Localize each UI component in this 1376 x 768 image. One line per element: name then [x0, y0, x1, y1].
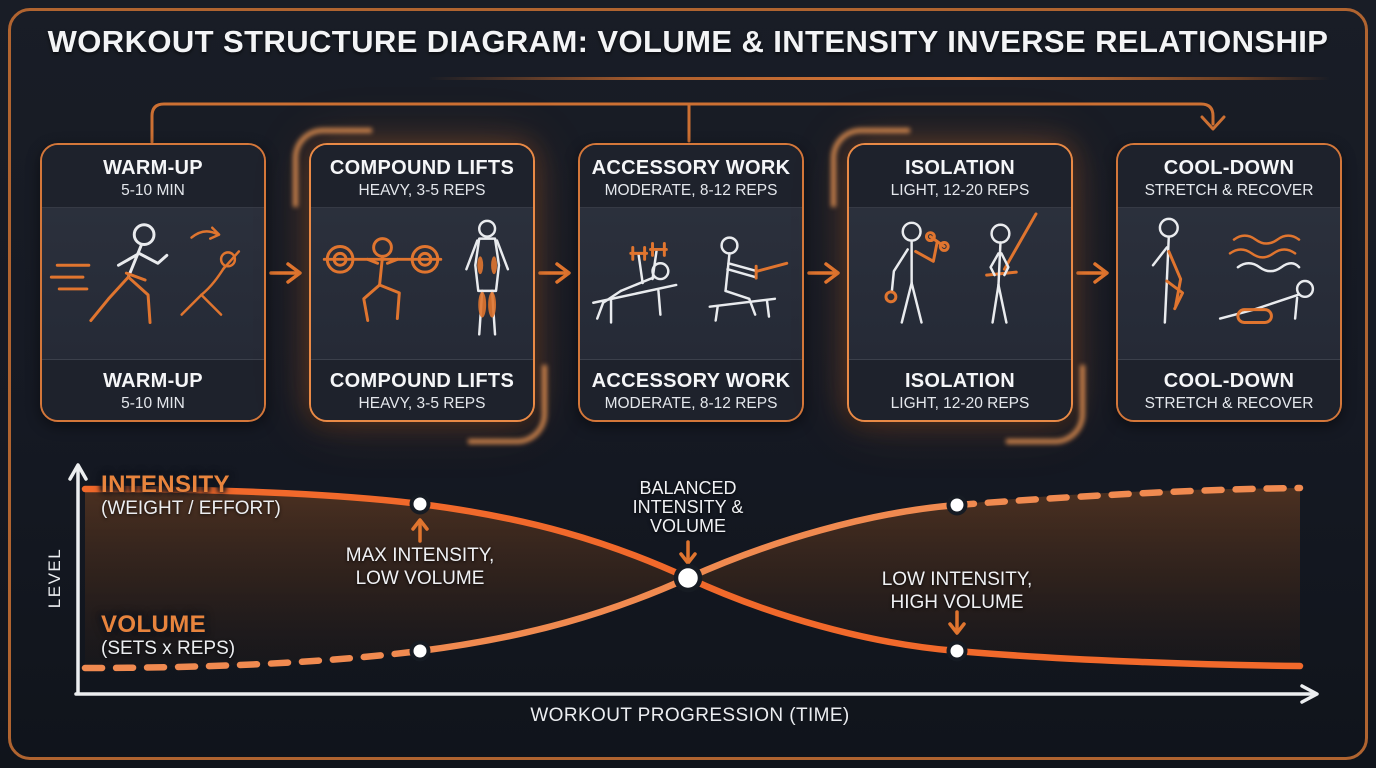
stage-name: ACCESSORY WORK	[591, 370, 791, 392]
down-arrow-icon	[679, 540, 697, 565]
stage-detail: HEAVY, 3-5 REPS	[358, 395, 486, 412]
stage-card-isolation: ISOLATION LIGHT, 12-20 REPS	[847, 143, 1073, 422]
flow-connector	[150, 102, 1226, 144]
bicep-curl-icon	[884, 221, 950, 324]
stage-detail: HEAVY, 3-5 REPS	[358, 182, 486, 199]
stage-name: COMPOUND LIFTS	[329, 157, 515, 179]
card-header: COMPOUND LIFTS HEAVY, 3-5 REPS	[311, 145, 533, 207]
low-volume-point	[409, 640, 431, 662]
volume-series-label: VOLUME	[101, 611, 207, 638]
flow-arrow-icon	[538, 262, 571, 284]
warm-up-illustration	[42, 207, 264, 360]
compound-lifts-illustration	[311, 207, 533, 360]
stage-name: ISOLATION	[904, 370, 1016, 392]
stage-card-cool-down: COOL-DOWN STRETCH & RECOVER	[1116, 143, 1342, 422]
x-axis-label: WORKOUT PROGRESSION (TIME)	[530, 705, 850, 726]
high-volume-point	[946, 494, 968, 516]
card-header: WARM-UP 5-10 MIN	[42, 145, 264, 207]
x-axis	[74, 684, 1319, 704]
flow-arrow-icon	[269, 262, 302, 284]
annotation-line: LOW INTENSITY,	[881, 569, 1033, 590]
stage-name: COMPOUND LIFTS	[329, 370, 515, 392]
connector-arrowhead-icon	[1200, 115, 1226, 131]
max-intensity-point	[409, 493, 431, 515]
stage-name: WARM-UP	[103, 157, 203, 179]
card-footer: ACCESSORY WORK MODERATE, 8-12 REPS	[580, 360, 802, 420]
card-header: COOL-DOWN STRETCH & RECOVER	[1118, 145, 1340, 207]
volume-curve-dashed-right	[953, 484, 1304, 509]
stretch-icon	[180, 226, 241, 316]
card-footer: ISOLATION LIGHT, 12-20 REPS	[849, 360, 1071, 420]
y-axis-label: LEVEL	[45, 547, 64, 609]
stage-card-warm-up: WARM-UP 5-10 MIN	[40, 143, 266, 422]
annotation-line: HIGH VOLUME	[890, 592, 1024, 613]
annotation-balanced: BALANCED INTENSITY & VOLUME	[633, 479, 744, 536]
intensity-series-sublabel: (WEIGHT / EFFORT)	[101, 498, 281, 519]
runner-icon	[89, 223, 169, 324]
annotation-max-intensity: MAX INTENSITY, LOW VOLUME	[346, 544, 495, 590]
stage-card-accessory-work: ACCESSORY WORK MODERATE, 8-12 REPS	[578, 143, 804, 422]
annotation-line: MAX INTENSITY,	[345, 545, 495, 566]
cable-pushdown-icon	[985, 212, 1038, 324]
seated-row-icon	[708, 236, 789, 322]
speed-lines-icon	[49, 263, 91, 291]
barbell-squat-icon	[322, 237, 443, 322]
cool-down-illustration	[1118, 207, 1340, 360]
stage-detail: LIGHT, 12-20 REPS	[890, 182, 1030, 199]
crossover-point	[673, 563, 703, 593]
stage-detail: STRETCH & RECOVER	[1144, 182, 1314, 199]
stage-name: COOL-DOWN	[1163, 370, 1295, 392]
y-axis	[68, 463, 88, 695]
flow-arrow-icon	[1076, 262, 1109, 284]
annotation-line: VOLUME	[649, 516, 727, 536]
intensity-series-label: INTENSITY	[101, 471, 230, 498]
breath-waves-icon	[1228, 234, 1301, 273]
muscle-anatomy-icon	[465, 219, 510, 336]
stage-name: WARM-UP	[103, 370, 203, 392]
stage-detail: 5-10 MIN	[121, 395, 185, 412]
card-header: ISOLATION LIGHT, 12-20 REPS	[849, 145, 1071, 207]
stage-name: ISOLATION	[904, 157, 1016, 179]
diagram-title: WORKOUT STRUCTURE DIAGRAM: VOLUME & INTE…	[47, 24, 1329, 59]
card-footer: COOL-DOWN STRETCH & RECOVER	[1118, 360, 1340, 420]
stage-card-compound-lifts: COMPOUND LIFTS HEAVY, 3-5 REPS	[309, 143, 535, 422]
low-intensity-point	[946, 640, 968, 662]
stage-detail: MODERATE, 8-12 REPS	[604, 182, 778, 199]
annotation-line: LOW VOLUME	[355, 568, 485, 589]
annotation-line: BALANCED	[639, 478, 737, 498]
card-footer: COMPOUND LIFTS HEAVY, 3-5 REPS	[311, 360, 533, 420]
annotation-low-intensity: LOW INTENSITY, HIGH VOLUME	[882, 568, 1033, 614]
down-arrow-icon	[948, 610, 966, 635]
up-arrow-icon	[411, 518, 429, 543]
bench-press-icon	[592, 242, 678, 324]
stage-detail: STRETCH & RECOVER	[1144, 395, 1314, 412]
stage-detail: LIGHT, 12-20 REPS	[890, 395, 1030, 412]
title-underline	[428, 77, 1330, 80]
volume-series-sublabel: (SETS x REPS)	[101, 638, 236, 659]
stage-name: COOL-DOWN	[1163, 157, 1295, 179]
accessory-work-illustration	[580, 207, 802, 360]
card-footer: WARM-UP 5-10 MIN	[42, 360, 264, 420]
card-header: ACCESSORY WORK MODERATE, 8-12 REPS	[580, 145, 802, 207]
foam-roller-icon	[1218, 279, 1315, 324]
stage-name: ACCESSORY WORK	[591, 157, 791, 179]
stage-detail: MODERATE, 8-12 REPS	[604, 395, 778, 412]
isolation-illustration	[849, 207, 1071, 360]
quad-stretch-icon	[1151, 217, 1185, 324]
stage-detail: 5-10 MIN	[121, 182, 185, 199]
flow-arrow-icon	[807, 262, 840, 284]
annotation-line: INTENSITY &	[632, 497, 744, 517]
